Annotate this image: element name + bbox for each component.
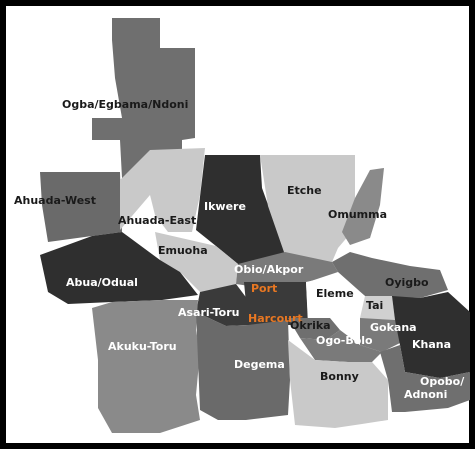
label-obio-akpor: Obio/Akpor: [234, 263, 304, 276]
region-emuoha: [155, 232, 238, 292]
label-bonny: Bonny: [320, 370, 359, 383]
region-bonny: [288, 340, 388, 428]
region-gokana: [360, 318, 402, 352]
label-ahuada-west: Ahuada-West: [14, 194, 96, 207]
region-opobo-adnoni: [380, 345, 470, 412]
region-ogba-egbama-ndoni: [92, 18, 195, 178]
label-ogo-bolo: Ogo-Bolo: [316, 334, 373, 347]
region-asari-toru: [196, 284, 248, 326]
region-tai: [360, 296, 395, 322]
region-okrika: [288, 318, 340, 340]
label-port: Port: [251, 282, 277, 295]
label-adnoni: Adnoni: [404, 388, 447, 401]
label-eleme: Eleme: [316, 287, 354, 300]
region-abua-odual: [40, 232, 198, 304]
region-eleme: [306, 275, 365, 320]
label-okrika: Okrika: [290, 319, 331, 332]
label-ahuada-east: Ahuada-East: [118, 214, 196, 227]
region-port-harcourt: [244, 282, 308, 325]
label-tai: Tai: [366, 299, 383, 312]
label-ikwere: Ikwere: [204, 200, 246, 213]
region-akuku-toru: [92, 300, 200, 433]
region-ahuada-west: [40, 172, 122, 242]
label-opobo: Opobo/: [420, 375, 465, 388]
label-harcourt: Harcourt: [248, 312, 303, 325]
label-oyigbo: Oyigbo: [385, 276, 429, 289]
label-etche: Etche: [287, 184, 322, 197]
label-ogba-egbama-ndoni: Ogba/Egbama/Ndoni: [62, 98, 188, 111]
region-ogo-bolo: [300, 330, 382, 362]
region-degema: [196, 312, 290, 420]
region-omumma: [342, 168, 384, 245]
region-ikwere: [196, 155, 285, 264]
label-asari-toru: Asari-Toru: [178, 306, 239, 319]
region-obio-akpor: [236, 252, 338, 288]
label-abua-odual: Abua/Odual: [66, 276, 138, 289]
label-akuku-toru: Akuku-Toru: [108, 340, 177, 353]
label-emuoha: Emuoha: [158, 244, 208, 257]
region-khana: [392, 292, 470, 378]
label-degema: Degema: [234, 358, 285, 371]
region-oyigbo: [332, 252, 448, 298]
region-ahuada-east: [120, 148, 205, 232]
region-etche: [260, 155, 355, 262]
label-khana: Khana: [412, 338, 451, 351]
label-omumma: Omumma: [328, 208, 387, 221]
label-gokana: Gokana: [370, 321, 417, 334]
